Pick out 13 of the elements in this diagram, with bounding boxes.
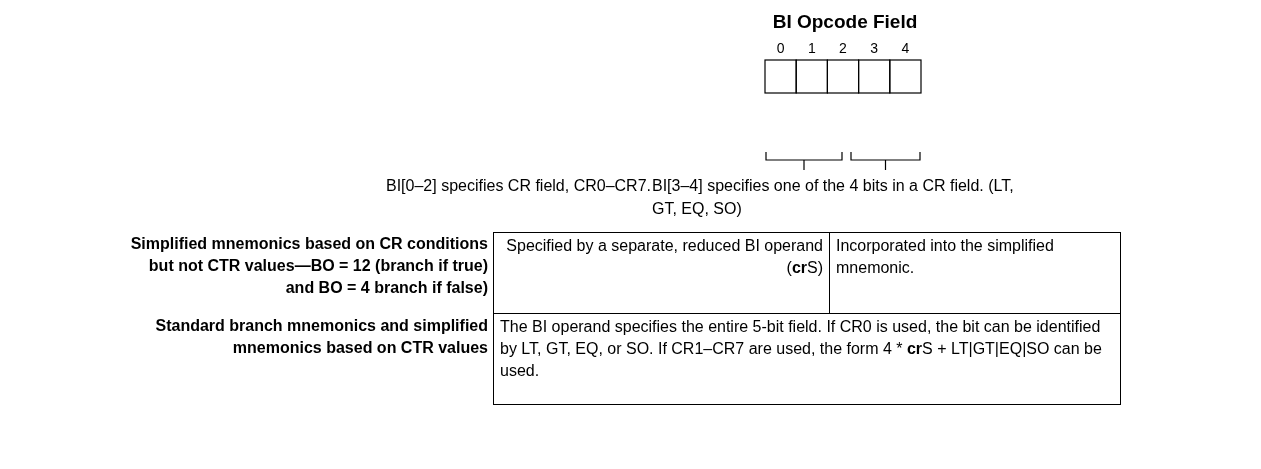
bit-number: 2 (838, 39, 848, 58)
table-cell: The BI operand specifies the entire 5-bit field. If CR0 is used, the bit can be identified by LT, GT, EQ, or SO. If CR1–CR7 are used, the form 4 *crS + LT|GT|EQ|SO can be used. (493, 313, 1121, 405)
bit-number: 1 (806, 39, 817, 58)
bit-number: 0 (775, 39, 786, 58)
table-cell: Incorporated into the simplified mnemonic. (829, 232, 1121, 314)
row-header: Simplified mnemonics based on CR conditions but not CTR values—BO = 12 (branch if true) and BO = 4 branch if false) (129, 234, 488, 298)
row-header: Standard branch mnemonics and simplified mnemonics based on CTR values (154, 316, 488, 358)
bit-number: 4 (900, 39, 911, 58)
diagram-title: BI Opcode Field (771, 10, 919, 33)
note-text: BI[3–4] specifies one of the 4 bits in a CR field. (LT, GT, EQ, SO) (652, 176, 1015, 219)
note-text: BI[0–2] specifies CR field, CR0–CR7. (386, 176, 651, 196)
bit-number: 3 (869, 39, 880, 58)
table-cell: Specified by a separate, reduced BI operand (crS) (493, 232, 830, 314)
